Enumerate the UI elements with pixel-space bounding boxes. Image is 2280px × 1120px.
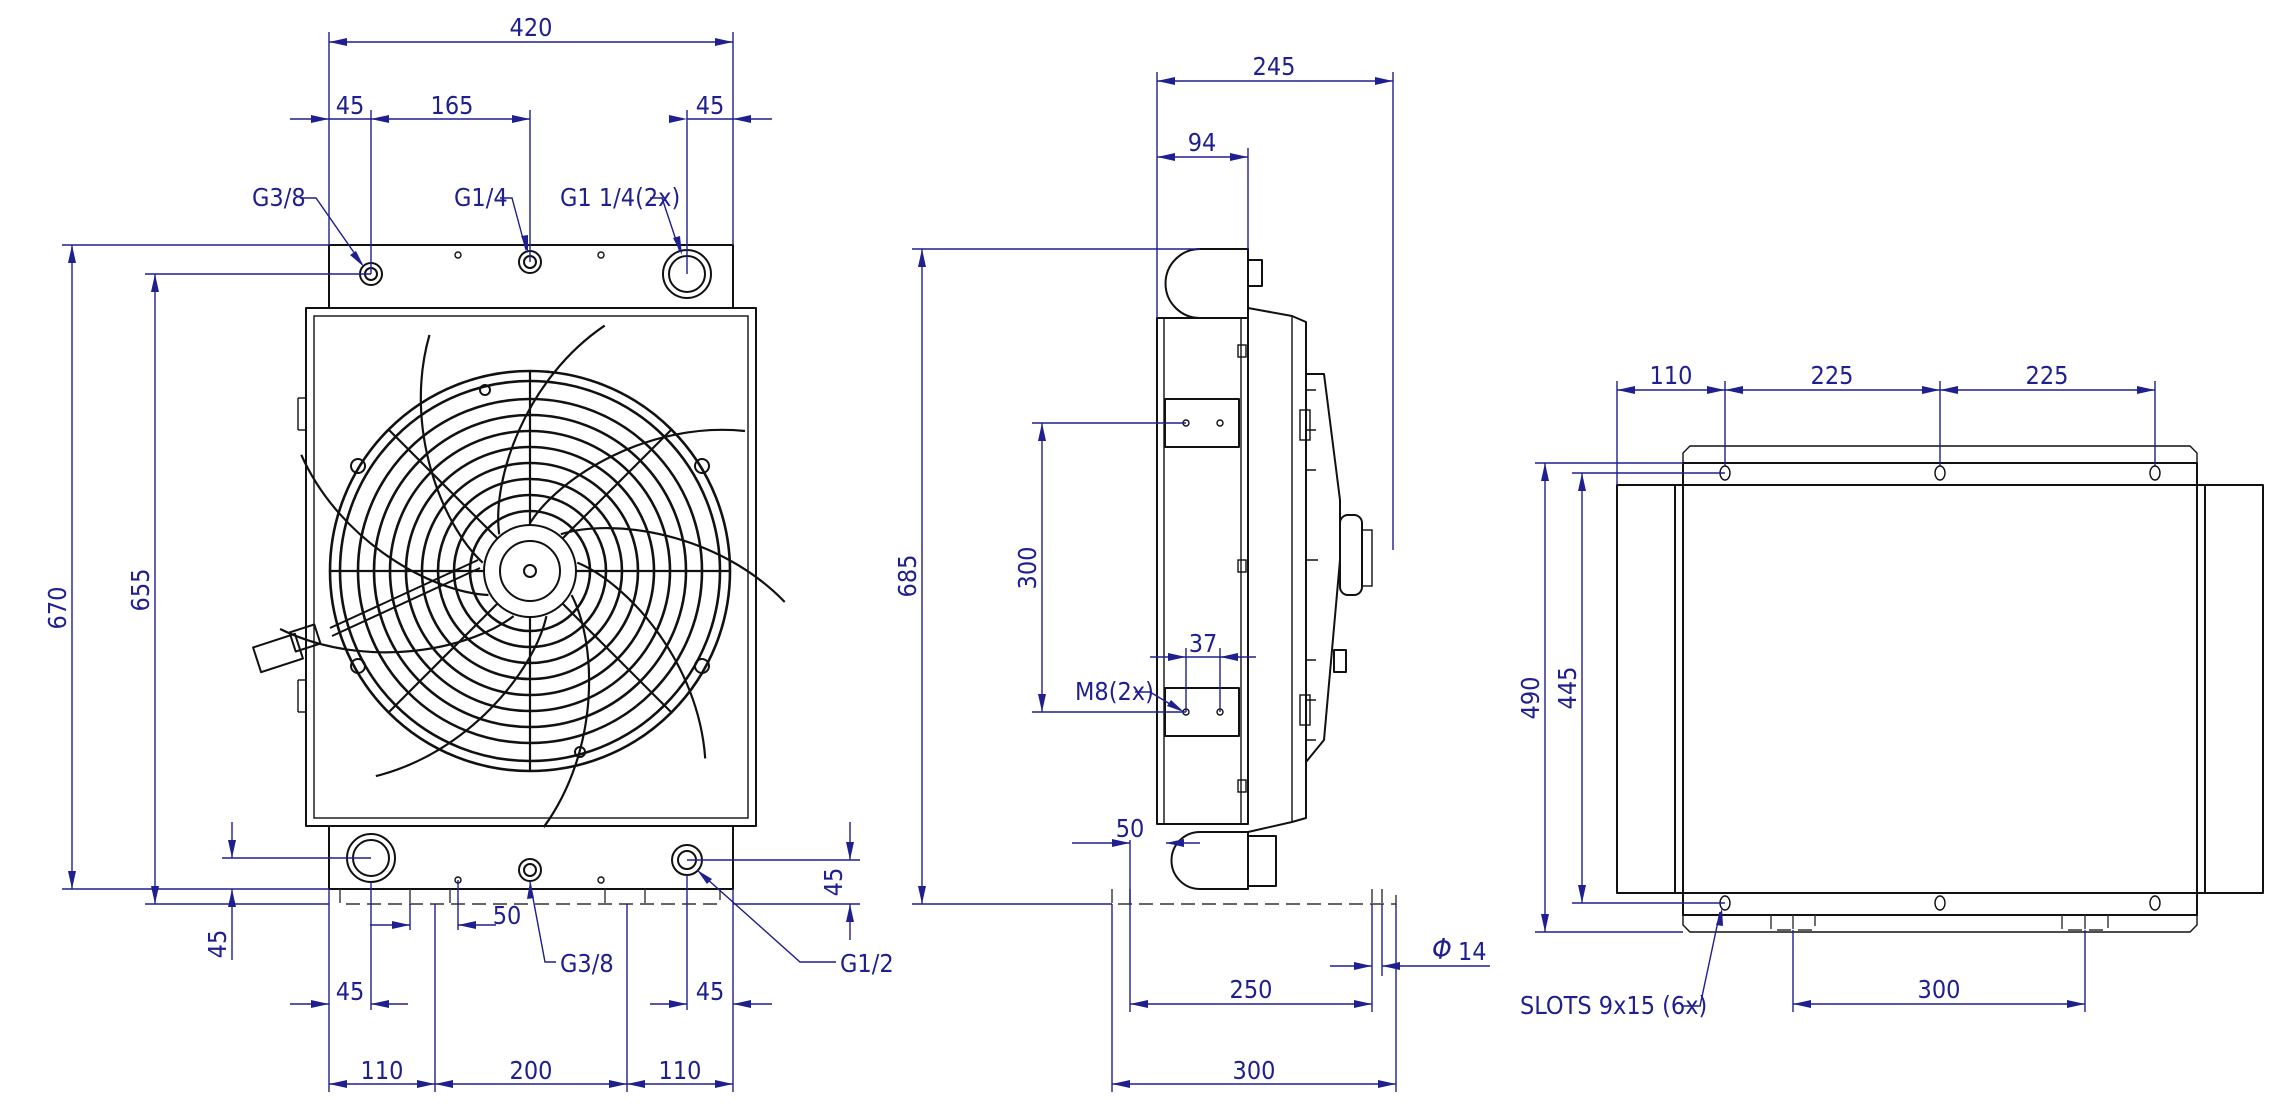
dim-mount-left: 110 bbox=[361, 1056, 404, 1085]
dim-overall-depth: 245 bbox=[1253, 52, 1296, 81]
dim-core-depth: 94 bbox=[1188, 128, 1217, 157]
dim-hole-pitch-1: 225 bbox=[1811, 361, 1854, 390]
dim-mount-center: 200 bbox=[510, 1056, 553, 1085]
side-view: 245 94 685 300 bbox=[893, 52, 1490, 1092]
dim-bolt-spacing: 37 bbox=[1189, 629, 1218, 658]
side-core bbox=[1156, 317, 1249, 825]
dim-bottom-left-offset: 45 bbox=[203, 930, 232, 959]
label-top-port-center: G1/4 bbox=[454, 183, 508, 212]
fan-shroud bbox=[305, 307, 757, 827]
dim-left-port-offset: 45 bbox=[336, 91, 365, 120]
dim-foot-spacing: 250 bbox=[1230, 975, 1273, 1004]
fan-guard bbox=[278, 323, 787, 829]
dim-right-port-offset: 45 bbox=[696, 91, 725, 120]
front-view: 420 45 165 45 G3/8 G1/4 G1 1/4(2x) bbox=[43, 13, 894, 1092]
dim-bottom-left-edge: 45 bbox=[336, 977, 365, 1006]
dim-mount-right: 110 bbox=[659, 1056, 702, 1085]
dim-hole-offset: 110 bbox=[1650, 361, 1693, 390]
fan-connector bbox=[252, 559, 481, 674]
front-dimensions: 420 45 165 45 G3/8 G1/4 G1 1/4(2x) bbox=[43, 13, 894, 1092]
bottom-ports bbox=[346, 833, 703, 884]
dim-foot-diameter: 14 bbox=[1458, 937, 1487, 966]
dim-bracket-spacing: 300 bbox=[1013, 547, 1042, 590]
dim-top-foot-spacing: 300 bbox=[1918, 975, 1961, 1004]
dim-foot-length: 300 bbox=[1233, 1056, 1276, 1085]
dim-overall-width: 420 bbox=[510, 13, 553, 42]
top-ports bbox=[359, 249, 712, 299]
label-bottom-port-center: G3/8 bbox=[560, 949, 614, 978]
label-bottom-port-right: G1/2 bbox=[840, 949, 894, 978]
label-top-port-left: G3/8 bbox=[252, 183, 306, 212]
top-frame bbox=[1682, 462, 2198, 916]
top-view: 110 225 225 490 445 SLOTS 9x15 (6x) bbox=[1516, 361, 2264, 1020]
dim-side-height: 685 bbox=[893, 555, 922, 598]
dim-diameter-symbol: Φ bbox=[1432, 933, 1452, 966]
dim-slot-spacing: 445 bbox=[1553, 667, 1582, 710]
dim-overall-height: 670 bbox=[43, 587, 72, 630]
dim-slot-gap: 50 bbox=[493, 901, 522, 930]
dim-foot-offset: 50 bbox=[1116, 814, 1145, 843]
dim-center-port-offset: 165 bbox=[431, 91, 474, 120]
top-dimensions: 110 225 225 490 445 SLOTS 9x15 (6x) bbox=[1516, 361, 2156, 1020]
dim-bottom-right-edge: 45 bbox=[696, 977, 725, 1006]
dim-top-overall-width: 490 bbox=[1516, 677, 1545, 720]
dim-port-height: 655 bbox=[126, 569, 155, 612]
label-slots: SLOTS 9x15 (6x) bbox=[1520, 991, 1707, 1020]
side-dimensions: 245 94 685 300 bbox=[893, 52, 1490, 1092]
dim-bottom-right-offset: 45 bbox=[819, 868, 848, 897]
dim-hole-pitch-2: 225 bbox=[2026, 361, 2069, 390]
